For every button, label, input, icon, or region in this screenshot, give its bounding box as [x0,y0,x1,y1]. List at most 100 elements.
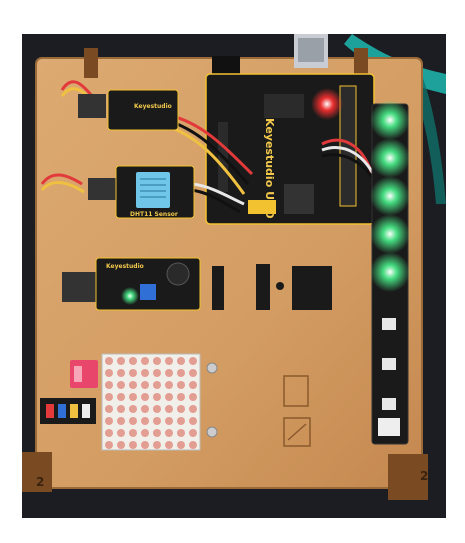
button-caps [46,404,90,418]
matrix-led [153,393,161,401]
matrix-led [141,357,149,365]
matrix-led [117,441,125,449]
matrix-led [189,405,197,413]
matrix-led [141,369,149,377]
dip-switch-lever [74,366,82,382]
kit-photo: 2 2 Keyestudio UNO Keyestudio [22,34,446,518]
teal-cable-shadow [407,64,446,204]
matrix-led [129,429,137,437]
strip-led-glow [370,100,410,140]
photo-frame: 2 2 Keyestudio UNO Keyestudio [22,34,446,518]
matrix-led [105,393,113,401]
corner-number-right: 2 [420,469,428,483]
standoff-bottom-left [22,452,52,492]
matrix-led [141,417,149,425]
matrix-led [165,429,173,437]
matrix-led [105,357,113,365]
matrix-led [141,393,149,401]
matrix-led [141,381,149,389]
matrix-led [105,381,113,389]
matrix-led [105,429,113,437]
matrix-led [189,369,197,377]
matrix-led [189,381,197,389]
matrix-led [105,405,113,413]
matrix-led [153,369,161,377]
matrix-led [129,381,137,389]
strip-led-bottom [378,418,400,436]
matrix-led [177,381,185,389]
matrix-led [129,441,137,449]
engraved-slope-line [287,423,307,441]
rgb-led-strip-leds [370,100,410,410]
matrix-led [153,405,161,413]
sound-sensor-led [121,287,139,305]
dht-label: DHT11 Sensor [130,211,178,218]
matrix-led [177,369,185,377]
matrix-led [189,429,197,437]
led-matrix [101,353,201,451]
uno-board-label: Keyestudio UNO [263,118,276,219]
matrix-led [141,441,149,449]
strip-led-glow [370,176,410,216]
sound-sensor-label: Keyestudio [106,263,144,270]
strip-led-off [382,318,396,330]
cutout-hole [276,282,284,290]
matrix-led [105,369,113,377]
matrix-led [165,357,173,365]
cutout-slot-2 [256,264,270,310]
uno-power-led [311,88,343,120]
matrix-screw-bottom [206,426,218,438]
matrix-led [177,393,185,401]
cutout-square [292,266,332,310]
matrix-led [165,381,173,389]
matrix-led [129,393,137,401]
led-matrix-dots [105,357,197,449]
standoff-top-left [84,48,98,78]
matrix-led [165,417,173,425]
strip-led-off [382,358,396,370]
strip-led-glow [370,138,410,178]
matrix-led [117,369,125,377]
matrix-led [105,417,113,425]
matrix-led [165,441,173,449]
cutout-slot-1 [212,266,224,310]
matrix-led [117,405,125,413]
corner-number-left: 2 [36,475,44,489]
standoff-top-right [354,48,368,78]
matrix-led [153,357,161,365]
sensor-top-label: Keyestudio [134,103,172,110]
matrix-led [177,357,185,365]
matrix-led [165,369,173,377]
matrix-screw-top [206,362,218,374]
matrix-led [129,417,137,425]
matrix-led [165,393,173,401]
matrix-led [117,417,125,425]
usb-connector-inner [298,38,324,62]
matrix-led [129,405,137,413]
matrix-led [129,357,137,365]
matrix-led [117,357,125,365]
matrix-led [129,369,137,377]
sensor-module-top: Keyestudio [78,89,179,131]
matrix-led [105,441,113,449]
matrix-led [141,429,149,437]
matrix-led [165,405,173,413]
engraved-slope-icon [283,417,311,447]
matrix-led [177,405,185,413]
matrix-led [177,429,185,437]
strip-led-glow [370,214,410,254]
matrix-led [177,417,185,425]
matrix-led [189,393,197,401]
sound-sensor-module: Keyestudio [62,257,201,311]
strip-led-glow [370,252,410,292]
standoff-bottom-right [388,454,428,500]
dht11-module: DHT11 Sensor [88,165,195,219]
strip-led-off [382,398,396,410]
matrix-led [153,417,161,425]
matrix-led [153,429,161,437]
matrix-led [117,381,125,389]
matrix-led [177,441,185,449]
matrix-led [153,381,161,389]
matrix-led [153,441,161,449]
engraved-bucket-icon [283,375,309,407]
